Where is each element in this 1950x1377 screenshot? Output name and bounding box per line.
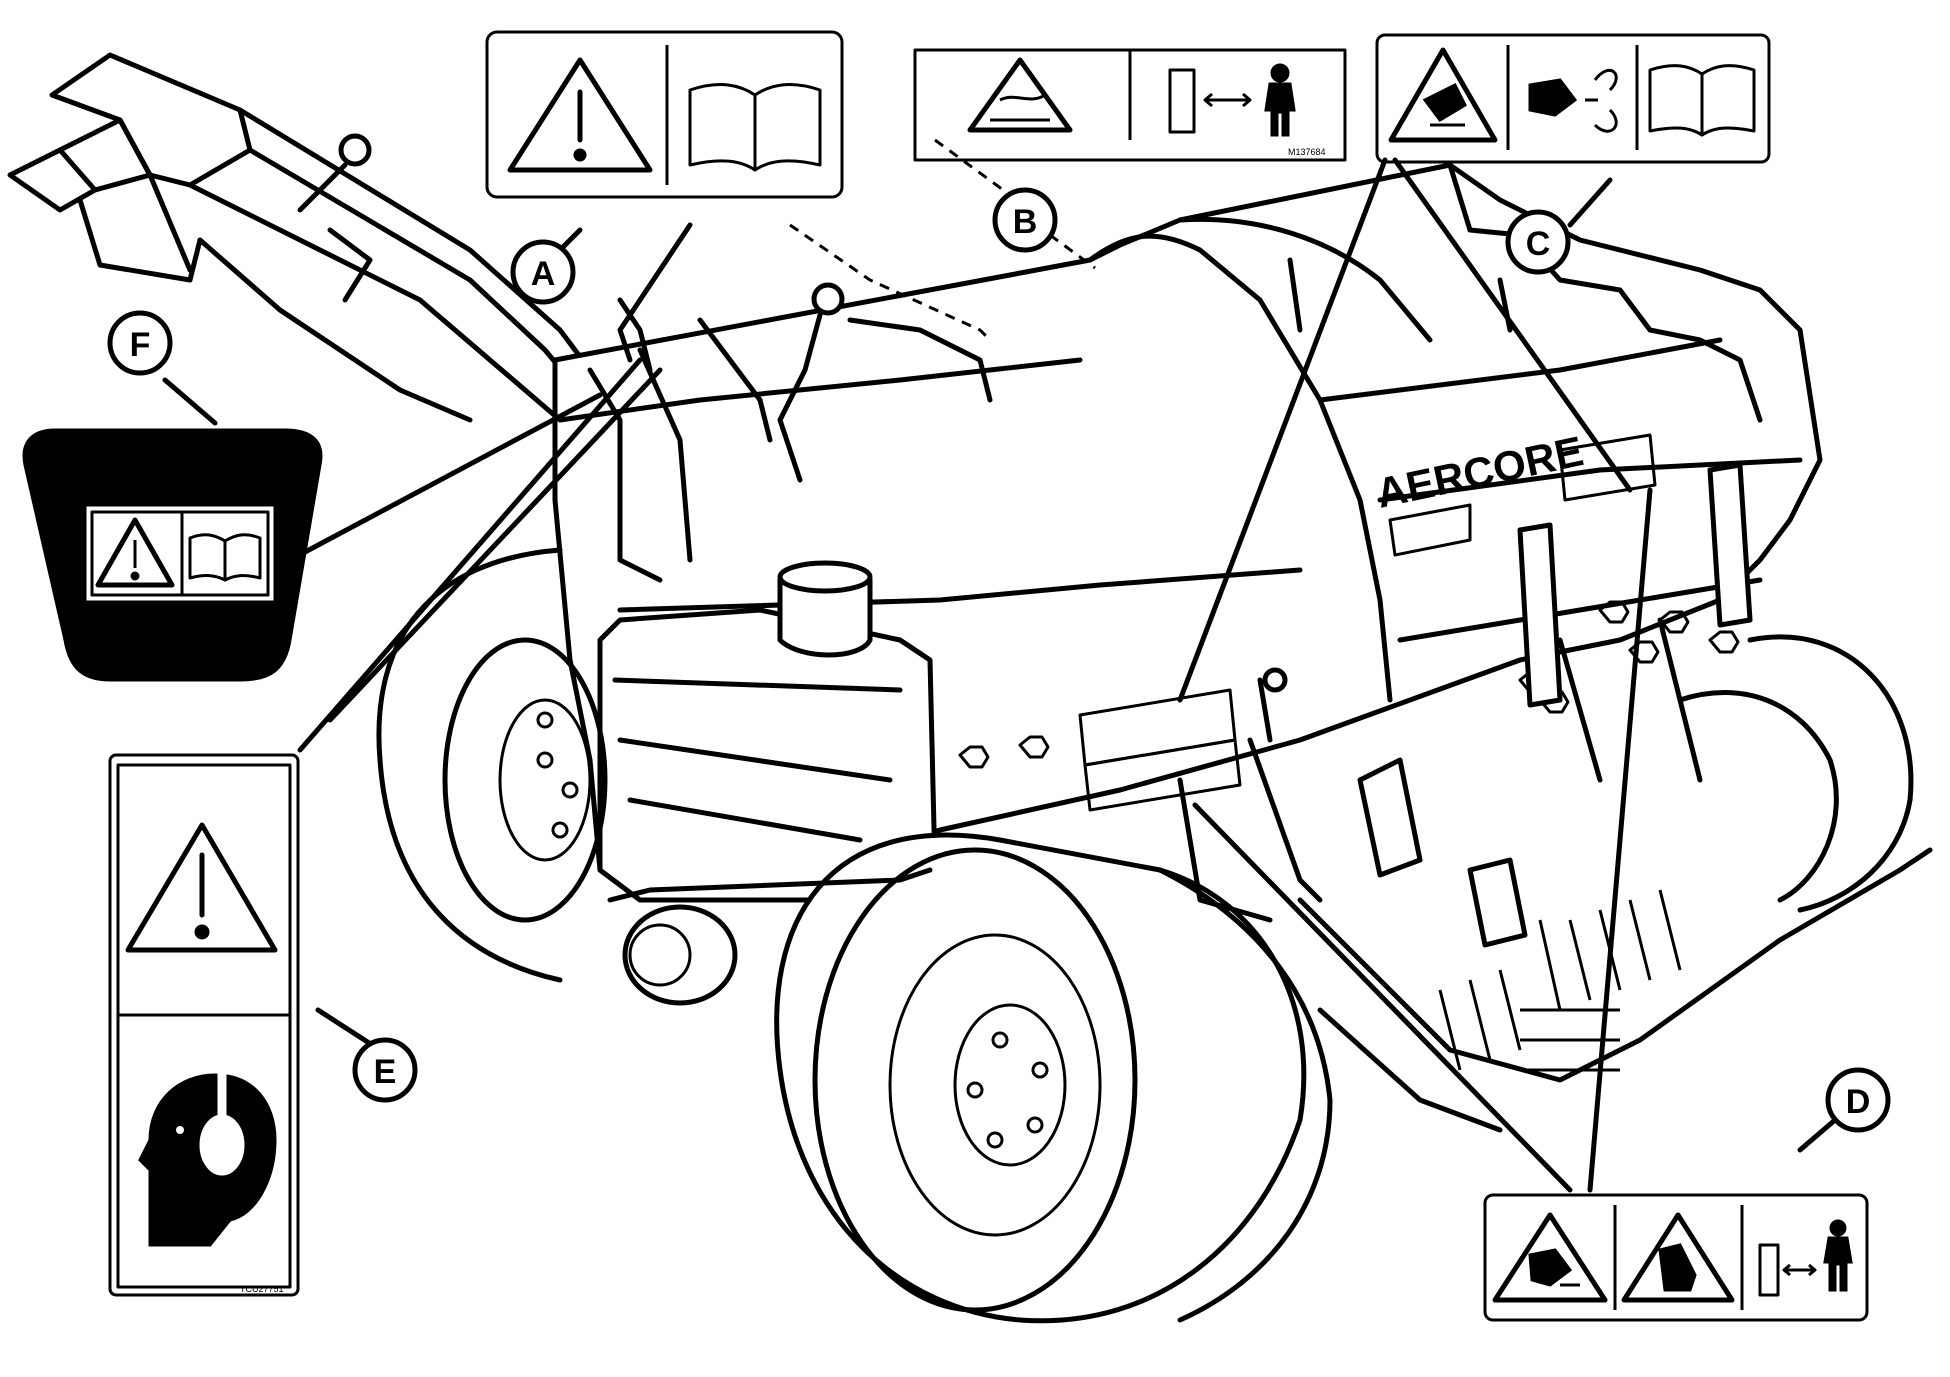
leader-f-arrow	[162, 377, 218, 426]
hand-entanglement-icon	[1492, 1212, 1608, 1303]
warning-triangle-icon	[95, 517, 175, 588]
leader-a-dashed	[789, 223, 992, 342]
decal-a	[485, 30, 844, 199]
callout-c: C	[1505, 209, 1571, 275]
callout-c-label: C	[1526, 225, 1551, 263]
leader-d-2	[1587, 487, 1653, 1193]
decal-d	[1483, 1193, 1869, 1322]
axle-hub	[607, 867, 933, 1006]
decal-b-part-number: M137684	[1288, 147, 1326, 157]
decal-c	[1375, 33, 1771, 164]
operator-manual-icon	[188, 533, 262, 582]
callout-f: F	[107, 310, 173, 376]
decal-f	[22, 428, 323, 682]
callout-a: A	[510, 239, 576, 305]
handle-assembly	[7, 52, 593, 423]
callout-e-label: E	[374, 1053, 397, 1091]
leader-c-2	[1392, 157, 1633, 493]
callout-d-label: D	[1846, 1083, 1871, 1121]
leader-d-1	[1192, 802, 1573, 1193]
leader-f	[287, 392, 603, 563]
leader-e-2	[327, 367, 663, 723]
right-wheel	[774, 832, 1333, 1324]
rear-roller	[1177, 634, 1933, 1133]
machine-body	[552, 162, 1823, 903]
left-wheel	[376, 547, 608, 983]
leader-d-arrow	[1797, 1117, 1838, 1153]
decal-e-part-number: TCU27751	[240, 1284, 284, 1294]
decal-b: M137684	[913, 48, 1347, 162]
crush-hazard-icon	[1388, 47, 1498, 143]
decal-e: TCU27751	[108, 753, 300, 1297]
callout-a-label: A	[531, 255, 556, 293]
keep-distance-icon	[1758, 1219, 1853, 1297]
crush-hazard-icon	[1621, 1212, 1735, 1303]
operator-manual-icon	[688, 83, 822, 172]
warning-triangle-icon	[125, 822, 278, 953]
leader-a-main	[617, 222, 693, 363]
leader-b-main	[1049, 233, 1096, 270]
leader-lines	[162, 138, 1838, 1193]
operator-manual-icon	[1648, 64, 1756, 137]
leader-e	[297, 357, 643, 753]
callout-f-label: F	[130, 326, 151, 364]
leader-c-arrow	[1567, 177, 1613, 228]
callout-b: B	[992, 187, 1058, 253]
callout-b-label: B	[1013, 203, 1038, 241]
leader-c-1	[1177, 157, 1388, 703]
hearing-protection-icon	[138, 1070, 277, 1247]
leader-b	[934, 138, 1011, 197]
aerator-machine-drawing: AERCORE	[7, 52, 1933, 1324]
keep-distance-icon	[1168, 63, 1296, 137]
rotating-parts-icon	[1528, 68, 1618, 133]
callout-d: D	[1825, 1067, 1891, 1133]
callout-e: E	[352, 1037, 418, 1103]
